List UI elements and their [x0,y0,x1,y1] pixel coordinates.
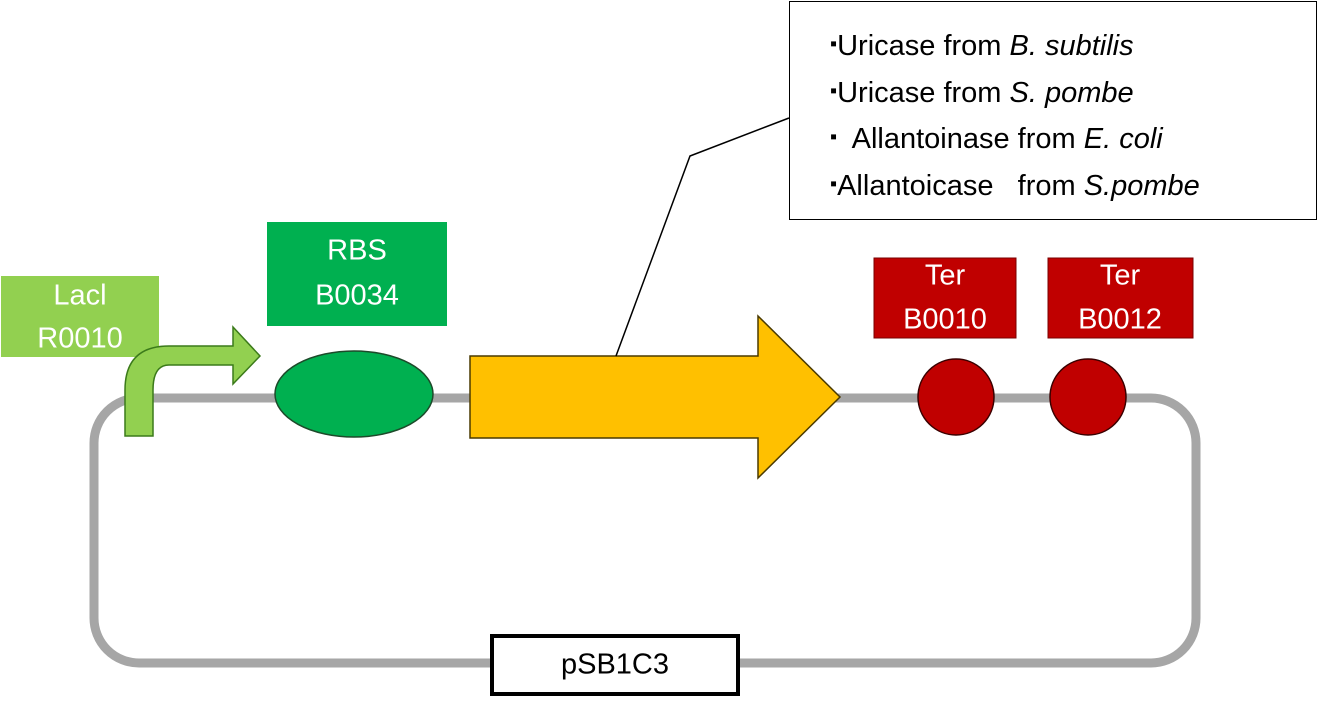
rbs-label-id: B0034 [315,280,399,312]
gene-list-callout: ▪Uricase from B. subtilis ▪Uricase from … [789,1,1317,220]
terminator2-label-box: Ter B0012 [1047,257,1194,339]
plasmid-label: pSB1C3 [561,649,669,681]
plasmid-label-box: pSB1C3 [490,634,740,696]
circle-icon [1049,358,1127,436]
bullet-icon: ▪ [830,172,838,195]
terminator2-label-name: Ter [1100,260,1141,292]
circle-icon [917,358,995,436]
gene-list-item: ▪Uricase from S. pombe [830,69,1316,116]
bullet-icon: ▪ [830,126,838,148]
promoter-label-name: Lacl [53,280,106,312]
callout-leader-line [615,117,790,357]
terminator1-label-name: Ter [925,260,966,292]
bullet-icon: ▪ [830,79,838,102]
rbs-label-name: RBS [327,235,387,267]
promoter-label-id: R0010 [37,323,122,355]
terminator1-label-box: Ter B0010 [873,257,1017,339]
block-arrow-icon [469,314,842,480]
bullet-icon: ▪ [830,33,838,55]
bent-arrow-icon [124,325,262,437]
gene-list-item: ▪Uricase from B. subtilis [830,22,1316,69]
terminator2-label-id: B0012 [1078,304,1162,336]
promoter-label-box: Lacl R0010 [1,276,159,357]
terminator1-label-id: B0010 [903,304,987,336]
gene-list-item: ▪Allantoicase from S.pombe [830,162,1316,209]
rbs-label-box: RBS B0034 [267,222,447,326]
gene-list-item: ▪ Allantoinase from E. coli [830,115,1316,162]
ellipse-icon [274,350,434,438]
